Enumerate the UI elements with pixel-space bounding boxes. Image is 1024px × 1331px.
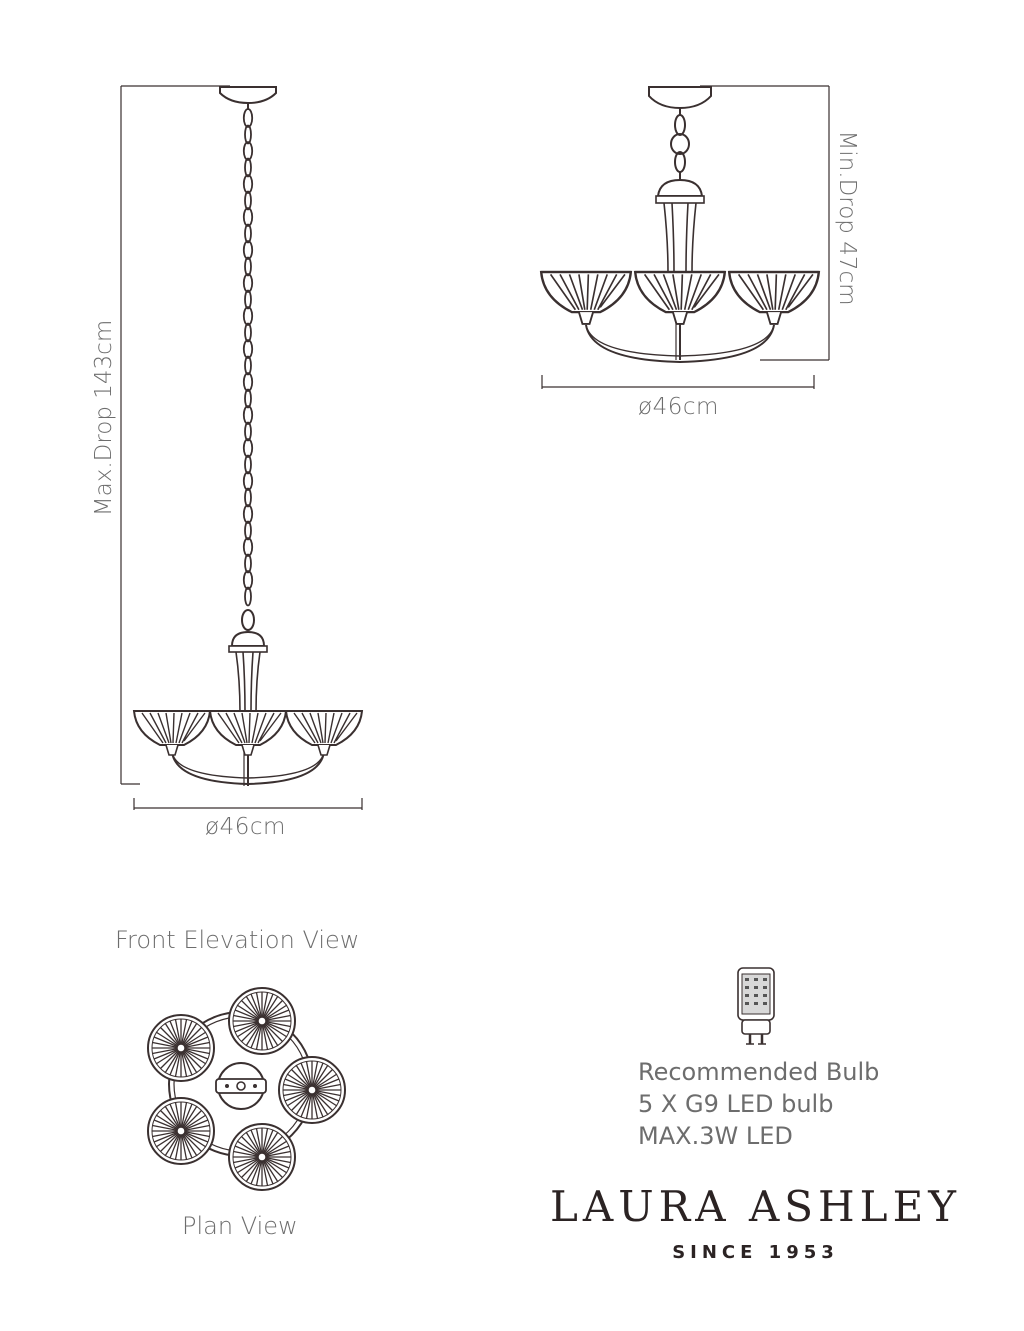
- bulb-spec: 5 X G9 LED bulb: [638, 1090, 834, 1118]
- chain-link: [244, 256, 252, 277]
- chain-link: [244, 355, 252, 376]
- chain-link: [244, 289, 252, 310]
- chain-link: [244, 322, 252, 343]
- chain-link: [242, 372, 254, 392]
- chain-link: [244, 487, 252, 508]
- plan-view-caption: Plan View: [182, 1212, 298, 1240]
- side-diameter-label: ø46cm: [638, 394, 719, 420]
- bulb-wattage: MAX.3W LED: [638, 1122, 793, 1150]
- chain-link: [244, 190, 252, 211]
- chain-link: [242, 306, 254, 326]
- ceiling-plate-short: [648, 86, 712, 110]
- chain-link: [242, 504, 254, 524]
- min-drop-drawing: [539, 85, 830, 389]
- chain-link: [242, 471, 254, 491]
- chain-link: [242, 108, 254, 128]
- chain-link: [244, 157, 252, 178]
- chain-hook: [241, 609, 255, 631]
- chain-link: [244, 520, 252, 541]
- chain-link: [244, 388, 252, 409]
- chain-link: [242, 438, 254, 458]
- min-drop-label: Min.Drop 47cm: [834, 130, 860, 306]
- chain-link: [242, 405, 254, 425]
- chain-link: [244, 586, 252, 607]
- bulb-title: Recommended Bulb: [638, 1058, 880, 1086]
- front-elevation-drawing: [120, 85, 363, 810]
- chain-link: [244, 124, 252, 145]
- chain: [241, 108, 255, 631]
- bulb-recommendation: Recommended Bulb 5 X G9 LED bulb MAX.3W …: [638, 1056, 879, 1152]
- g9-bulb-icon: [737, 967, 775, 1045]
- chain-link: [244, 553, 252, 574]
- ceiling-plate: [219, 86, 277, 105]
- plan-view-drawing: [147, 987, 346, 1191]
- chain-link: [242, 141, 254, 161]
- chain-link: [242, 537, 254, 557]
- chain-link: [242, 207, 254, 227]
- chain-link: [242, 174, 254, 194]
- brand-tagline: SINCE 1953: [672, 1242, 839, 1263]
- chain-link: [244, 454, 252, 475]
- brand-logo: LAURA ASHLEY: [550, 1182, 961, 1231]
- chain-link: [242, 339, 254, 359]
- chain-link: [244, 223, 252, 244]
- front-elevation-caption: Front Elevation View: [115, 926, 360, 954]
- front-diameter-label: ø46cm: [205, 814, 286, 840]
- chain-link: [242, 570, 254, 590]
- chain-link: [242, 273, 254, 293]
- chain-link: [242, 240, 254, 260]
- chain-link: [244, 421, 252, 442]
- max-drop-label: Max.Drop 143cm: [91, 319, 117, 517]
